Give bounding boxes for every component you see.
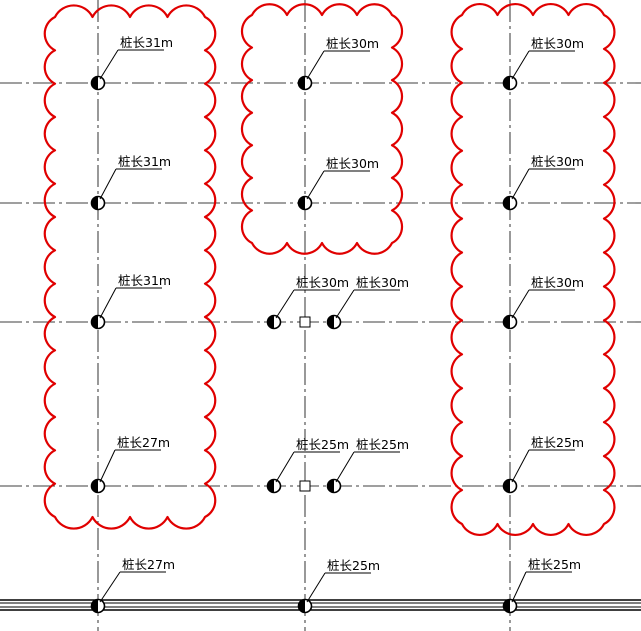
cloud-left-column <box>43 4 217 530</box>
pile-length-label: 桩长27m <box>117 435 170 450</box>
pile-filled-half <box>91 479 98 493</box>
pile-leader-line <box>511 449 530 483</box>
pile-filled-half <box>327 479 334 493</box>
pile-leader-line <box>511 571 527 603</box>
pile-filled-half <box>298 196 305 210</box>
pile-length-label: 桩长25m <box>327 558 380 573</box>
pile-c5: 桩长25m <box>502 557 581 614</box>
pile-length-label: 桩长30m <box>356 275 409 290</box>
pile-b4-right: 桩长25m <box>326 437 409 494</box>
pile-cap-marker-2 <box>299 480 311 492</box>
pile-c4: 桩长25m <box>502 435 584 494</box>
pile-length-label: 桩长30m <box>531 36 584 51</box>
pile-leader-line <box>306 170 325 200</box>
pile-b5: 桩长25m <box>297 558 380 614</box>
pile-leader-line <box>306 572 326 603</box>
pile-leader-line <box>511 168 530 200</box>
pile-filled-half <box>298 599 305 613</box>
pile-filled-half <box>298 76 305 90</box>
pile-leader-line <box>99 287 117 319</box>
pile-leader-line <box>99 168 117 200</box>
pile-length-label: 桩长25m <box>296 437 349 452</box>
pile-filled-half <box>503 479 510 493</box>
pile-length-label: 桩长30m <box>531 275 584 290</box>
pile-length-label: 桩长30m <box>326 156 379 171</box>
pile-filled-half <box>267 315 274 329</box>
pile-length-label: 桩长31m <box>118 154 171 169</box>
pile-c3: 桩长30m <box>502 275 584 330</box>
pile-leader-line <box>511 289 530 319</box>
pile-a2: 桩长31m <box>90 154 171 211</box>
pile-cap-marker-1 <box>299 316 311 328</box>
cloud-right-column <box>450 2 616 537</box>
pile-filled-half <box>503 196 510 210</box>
pile-b3-left: 桩长30m <box>266 275 349 330</box>
pile-filled-half <box>91 76 98 90</box>
pile-b4-left: 桩长25m <box>266 437 349 494</box>
pile-filled-half <box>267 479 274 493</box>
pile-leader-line <box>335 289 355 319</box>
pile-leader-line <box>306 50 325 80</box>
pile-filled-half <box>503 76 510 90</box>
pile-leader-line <box>99 49 119 80</box>
pile-length-label: 桩长25m <box>531 435 584 450</box>
pile-length-label: 桩长30m <box>531 154 584 169</box>
pile-length-label: 桩长30m <box>326 36 379 51</box>
pile-filled-half <box>91 315 98 329</box>
boundary-beam <box>0 599 641 611</box>
pile-length-label: 桩长25m <box>356 437 409 452</box>
pile-length-label: 桩长25m <box>528 557 581 572</box>
pile-a5: 桩长27m <box>90 557 175 614</box>
cloud-middle-top <box>240 3 404 255</box>
pile-length-label: 桩长27m <box>122 557 175 572</box>
pile-b1: 桩长30m <box>297 36 379 91</box>
pile-leader-line <box>511 50 530 80</box>
pile-a3: 桩长31m <box>90 273 171 330</box>
pile-leader-line <box>99 571 121 603</box>
pile-leader-line <box>335 451 355 483</box>
pile-filled-half <box>91 196 98 210</box>
pile-filled-half <box>327 315 334 329</box>
pile-filled-half <box>503 599 510 613</box>
revision-clouds <box>43 2 616 537</box>
pile-a4: 桩长27m <box>90 435 170 494</box>
pile-leader-line <box>99 449 116 483</box>
pile-c2: 桩长30m <box>502 154 584 211</box>
pile-filled-half <box>91 599 98 613</box>
pile-caps <box>299 316 311 492</box>
pile-leader-line <box>275 289 295 319</box>
pile-a1: 桩长31m <box>90 35 173 91</box>
pile-b2: 桩长30m <box>297 156 379 211</box>
pile-length-label: 桩长30m <box>296 275 349 290</box>
pile-filled-half <box>503 315 510 329</box>
pile-b3-right: 桩长30m <box>326 275 409 330</box>
pile-leader-line <box>275 451 295 483</box>
pile-length-label: 桩长31m <box>120 35 173 50</box>
pile-length-label: 桩长31m <box>118 273 171 288</box>
piles: 桩长31m 桩长31m 桩长31m 桩长27m 桩长27m 桩长30m 桩长30m 桩长30m… <box>90 35 584 614</box>
pile-c1: 桩长30m <box>502 36 584 91</box>
